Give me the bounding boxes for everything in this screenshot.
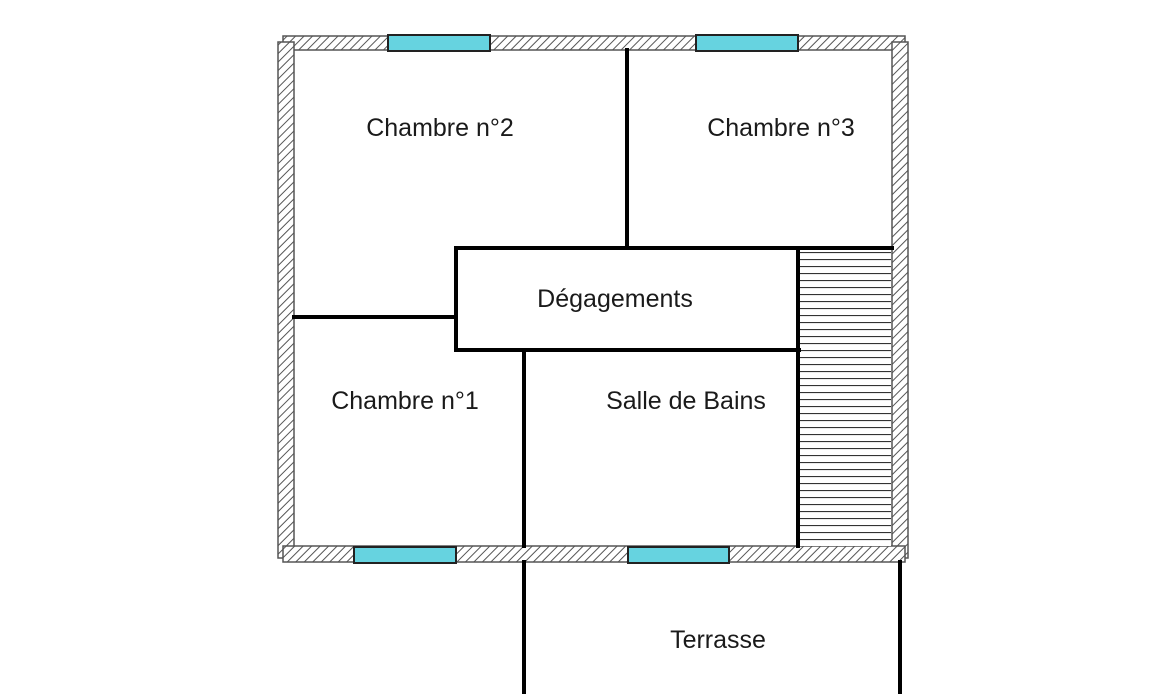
windows	[353, 34, 799, 564]
label-terrasse: Terrasse	[670, 626, 766, 654]
window-bottom-right	[627, 546, 730, 564]
wall-left	[277, 41, 295, 559]
label-chambre-2: Chambre n°2	[366, 114, 514, 142]
label-salle-de-bains: Salle de Bains	[606, 387, 766, 415]
label-chambre-1: Chambre n°1	[331, 387, 479, 415]
label-chambre-3: Chambre n°3	[707, 114, 855, 142]
label-degagements: Dégagements	[537, 285, 693, 313]
window-top-left	[387, 34, 491, 52]
room-labels: Chambre n°2 Chambre n°3 Dégagements Cham…	[331, 114, 855, 654]
wall-right	[891, 41, 909, 559]
window-top-right	[695, 34, 799, 52]
staircase	[799, 249, 891, 546]
partitions	[292, 48, 902, 694]
wall-top	[282, 35, 906, 51]
window-bottom-left	[353, 546, 457, 564]
